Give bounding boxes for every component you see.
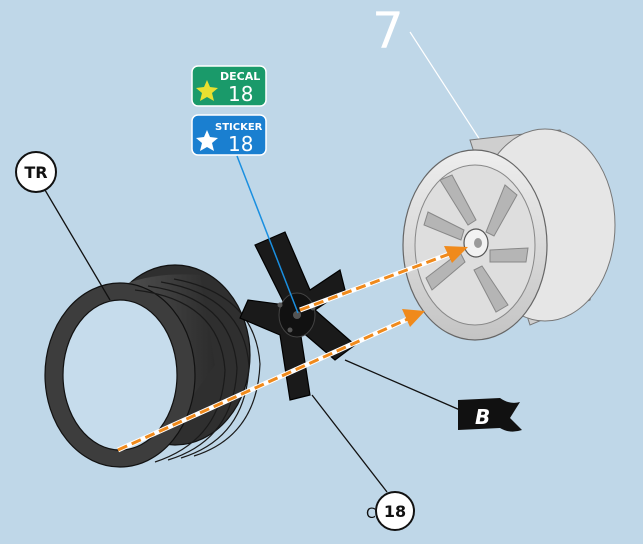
decal-number: 18 bbox=[228, 82, 253, 106]
step-leader-line bbox=[409, 31, 481, 141]
part-callout-number: 18 bbox=[384, 502, 406, 521]
tire bbox=[44, 264, 261, 468]
star-icon bbox=[196, 130, 218, 151]
tire-callout-label: TR bbox=[24, 163, 47, 182]
tire-treads bbox=[134, 278, 261, 463]
part-callout-circle bbox=[375, 491, 415, 531]
decal-badge: DECAL 18 bbox=[191, 65, 267, 107]
decal-label: DECAL bbox=[220, 70, 260, 83]
part-leader-line bbox=[311, 394, 388, 493]
part-callout-prefix: C bbox=[366, 506, 376, 522]
tire-callout-circle bbox=[15, 151, 57, 193]
sticker-label: STICKER bbox=[215, 122, 263, 133]
flag-leader-line bbox=[344, 359, 461, 411]
step-number: 7 bbox=[372, 2, 404, 60]
star-icon bbox=[196, 80, 218, 101]
hub-cap bbox=[239, 231, 356, 401]
wheel-rim bbox=[402, 128, 616, 341]
tire-leader-line bbox=[44, 189, 111, 301]
flag-shape bbox=[458, 398, 522, 432]
flag-letter: B bbox=[475, 405, 490, 429]
assembly-arrows bbox=[116, 246, 468, 453]
sticker-number: 18 bbox=[228, 132, 253, 156]
sticker-leader-line bbox=[236, 155, 299, 314]
rim-spokes bbox=[423, 174, 529, 313]
sticker-badge: STICKER 18 bbox=[191, 114, 267, 156]
